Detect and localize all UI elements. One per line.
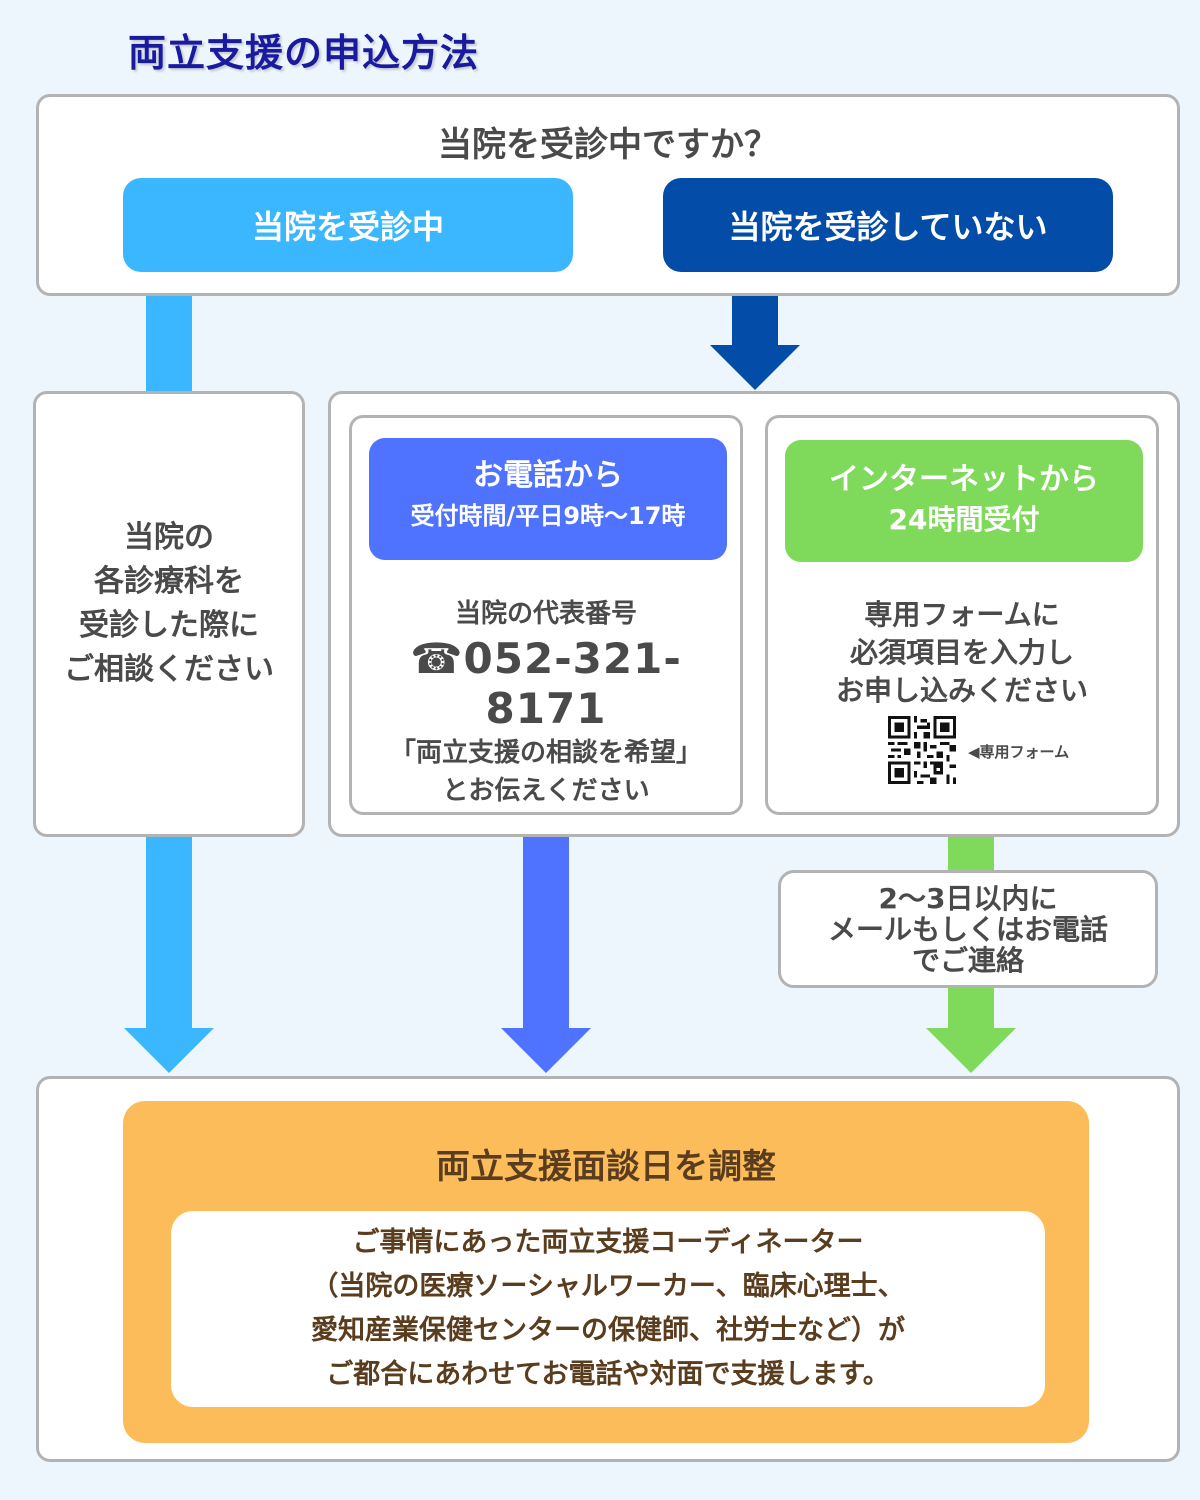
phone-number[interactable]: ☎052-321-8171 bbox=[352, 634, 740, 734]
phone-panel: お電話から 受付時間/平日9時〜17時 当院の代表番号 ☎052-321-817… bbox=[349, 415, 743, 815]
option-not-patient-label: 当院を受診していない bbox=[728, 208, 1048, 246]
current-patient-panel: 当院の 各診療科を 受診した際に ご相談ください bbox=[33, 391, 305, 837]
result-body: ご事情にあった両立支援コーディネーター （当院の医療ソーシャルワーカー、臨床心理… bbox=[171, 1211, 1045, 1407]
page-title: 両立支援の申込方法 bbox=[128, 31, 480, 75]
arrow-head-icon bbox=[926, 1028, 1016, 1073]
contact-note: 2〜3日以内に メールもしくはお電話 でご連絡 bbox=[778, 870, 1158, 988]
arrow-head-icon bbox=[124, 1028, 214, 1073]
new-patient-panel: お電話から 受付時間/平日9時〜17時 当院の代表番号 ☎052-321-817… bbox=[328, 391, 1180, 837]
internet-header-title: インターネットから bbox=[829, 462, 1099, 497]
option-current-patient[interactable]: 当院を受診中 bbox=[123, 178, 573, 272]
internet-header: インターネットから 24時間受付 bbox=[785, 440, 1143, 562]
internet-hours: 24時間受付 bbox=[888, 503, 1040, 536]
phone-header: お電話から 受付時間/平日9時〜17時 bbox=[369, 438, 727, 560]
phone-note: 「両立支援の相談を希望」 とお伝えください bbox=[389, 738, 702, 806]
connector-current-patient bbox=[146, 296, 192, 392]
internet-panel: インターネットから 24時間受付 専用フォームに 必須項目を入力し お申し込みく… bbox=[765, 415, 1159, 815]
arrow-head-icon bbox=[501, 1028, 591, 1073]
option-current-patient-label: 当院を受診中 bbox=[251, 208, 444, 246]
current-patient-text: 当院の 各診療科を 受診した際に ご相談ください bbox=[64, 520, 274, 687]
result-box: 両立支援面談日を調整 ご事情にあった両立支援コーディネーター （当院の医療ソーシ… bbox=[123, 1101, 1089, 1443]
arrow-down-icon bbox=[732, 296, 778, 346]
qr-code-icon[interactable] bbox=[888, 716, 956, 784]
arrow-head-icon bbox=[710, 345, 800, 390]
question-text: 当院を受診中ですか？ bbox=[438, 125, 778, 165]
internet-text: 専用フォームに 必須項目を入力し お申し込みください bbox=[835, 598, 1088, 707]
phone-icon: ☎ bbox=[410, 634, 464, 683]
phone-number-text: 052-321-8171 bbox=[463, 634, 682, 733]
phone-label: 当院の代表番号 bbox=[454, 599, 637, 629]
phone-body: 当院の代表番号 ☎052-321-8171 「両立支援の相談を希望」 とお伝えく… bbox=[352, 594, 740, 810]
result-title: 両立支援面談日を調整 bbox=[436, 1147, 776, 1187]
connector-current-patient-down bbox=[146, 837, 192, 1029]
result-panel: 両立支援面談日を調整 ご事情にあった両立支援コーディネーター （当院の医療ソーシ… bbox=[36, 1076, 1180, 1462]
connector-phone-down bbox=[523, 837, 569, 1029]
question-panel: 当院を受診中ですか？ 当院を受診中 当院を受診していない bbox=[36, 94, 1180, 296]
phone-hours: 受付時間/平日9時〜17時 bbox=[410, 502, 686, 530]
phone-header-title: お電話から bbox=[473, 458, 623, 493]
option-not-patient[interactable]: 当院を受診していない bbox=[663, 178, 1113, 272]
qr-label: ◀専用フォーム bbox=[968, 743, 1070, 761]
